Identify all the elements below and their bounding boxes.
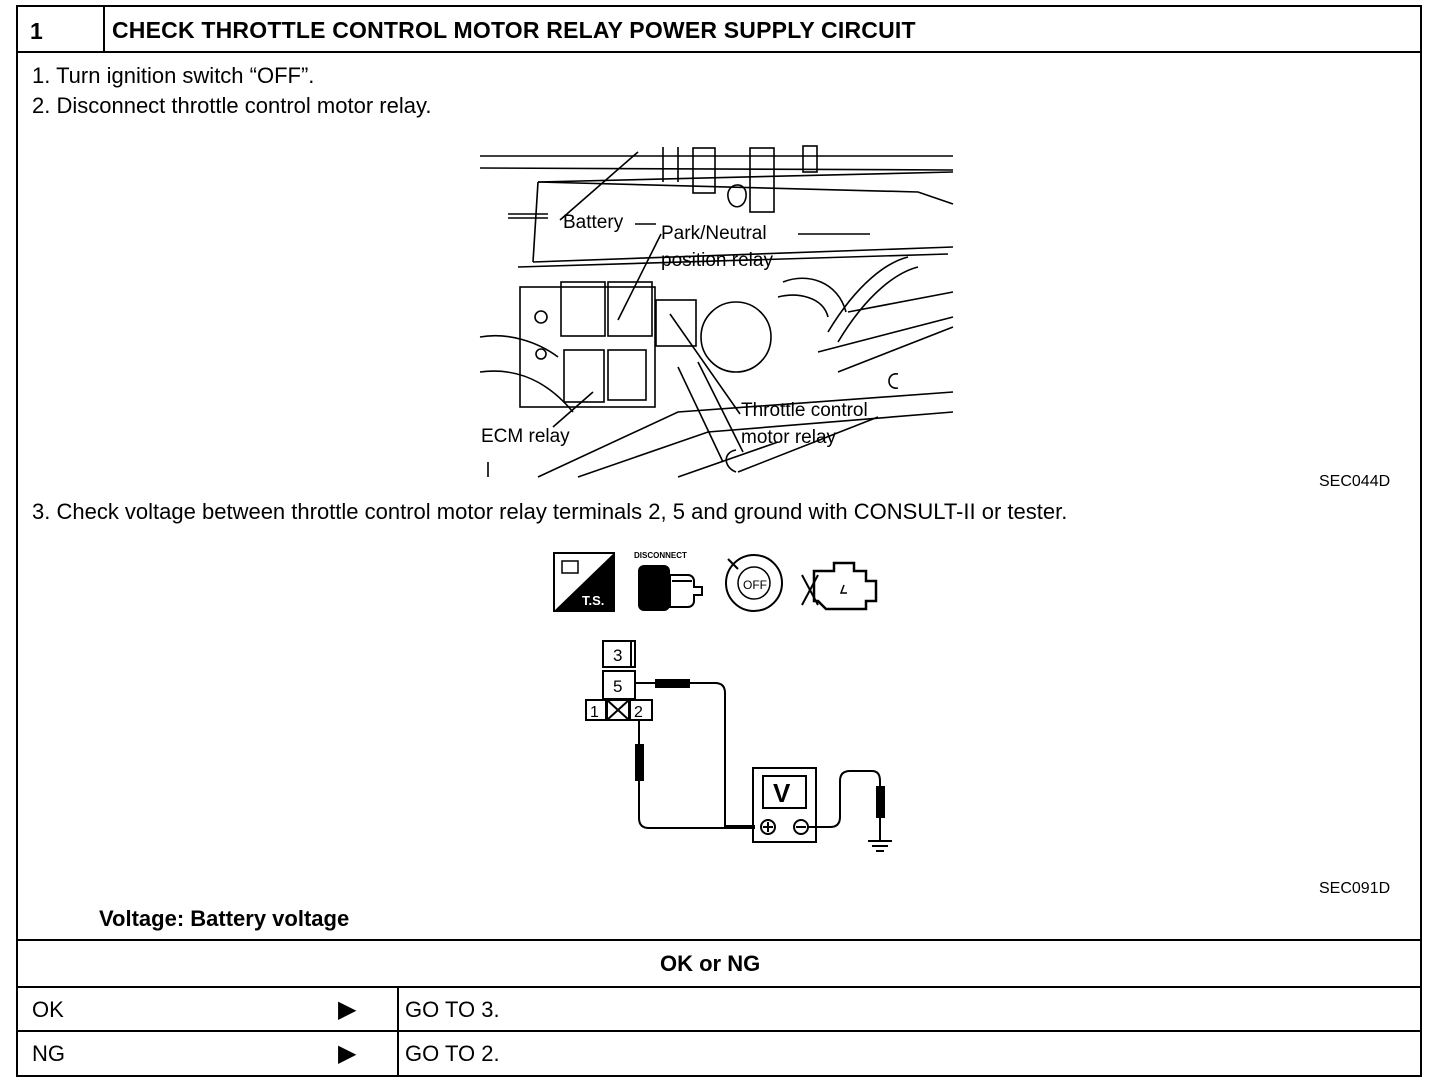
instruction-1: 1. Turn ignition switch “OFF”. [32, 63, 315, 88]
figure1-code: SEC044D [1319, 473, 1391, 490]
figure2-code: SEC091D [1319, 880, 1391, 897]
ignition-off-icon: OFF [725, 554, 783, 612]
spec-divider [16, 939, 1422, 941]
label-park-neutral-1: Park/Neutral [661, 223, 767, 244]
voltmeter-label: V [773, 778, 791, 808]
spec-value: Voltage: Battery voltage [99, 906, 350, 931]
terminal-2: 2 [634, 704, 643, 721]
result-column-divider [397, 986, 399, 1076]
result-ok-status: OK [32, 997, 64, 1022]
step-number: 1 [16, 5, 105, 52]
result-ng-action: GO TO 2. [405, 1041, 500, 1066]
label-ecm-relay: ECM relay [481, 426, 570, 447]
procedure-frame [16, 5, 1422, 1077]
result-ng-status: NG [32, 1041, 65, 1066]
icon-row: T.S. DISCONNECT OFF [553, 551, 878, 612]
engine-icon [801, 561, 878, 611]
result-header: OK or NG [660, 951, 761, 976]
instruction-3: 3. Check voltage between throttle contro… [32, 499, 1068, 524]
result-row-divider-2 [16, 1030, 1422, 1032]
label-throttle-1: Throttle control [741, 400, 868, 421]
svg-text:DISCONNECT: DISCONNECT [634, 551, 687, 560]
result-row-divider-1 [16, 986, 1422, 988]
header-divider [16, 51, 1422, 53]
ts-icon: T.S. [553, 552, 615, 612]
label-park-neutral-2: position relay [661, 250, 773, 271]
terminal-3: 3 [613, 646, 622, 665]
label-throttle-2: motor relay [741, 427, 837, 448]
svg-text:T.S.: T.S. [582, 593, 604, 608]
terminal-5: 5 [613, 677, 622, 696]
result-ng-arrow-icon: ▶ [338, 1040, 357, 1067]
terminal-1: 1 [590, 704, 599, 721]
svg-text:OFF: OFF [743, 578, 767, 592]
voltage-check-diagram: 3 5 1 2 V [585, 640, 892, 852]
result-ok-action: GO TO 3. [405, 997, 500, 1022]
result-ok-arrow-icon: ▶ [338, 996, 357, 1023]
instruction-2: 2. Disconnect throttle control motor rel… [32, 93, 432, 118]
label-battery: Battery [563, 212, 624, 233]
relay-location-illustration: Battery Park/Neutral position relay ECM … [479, 145, 954, 478]
disconnect-icon: DISCONNECT [634, 551, 703, 611]
step-title: CHECK THROTTLE CONTROL MOTOR RELAY POWER… [112, 17, 916, 43]
